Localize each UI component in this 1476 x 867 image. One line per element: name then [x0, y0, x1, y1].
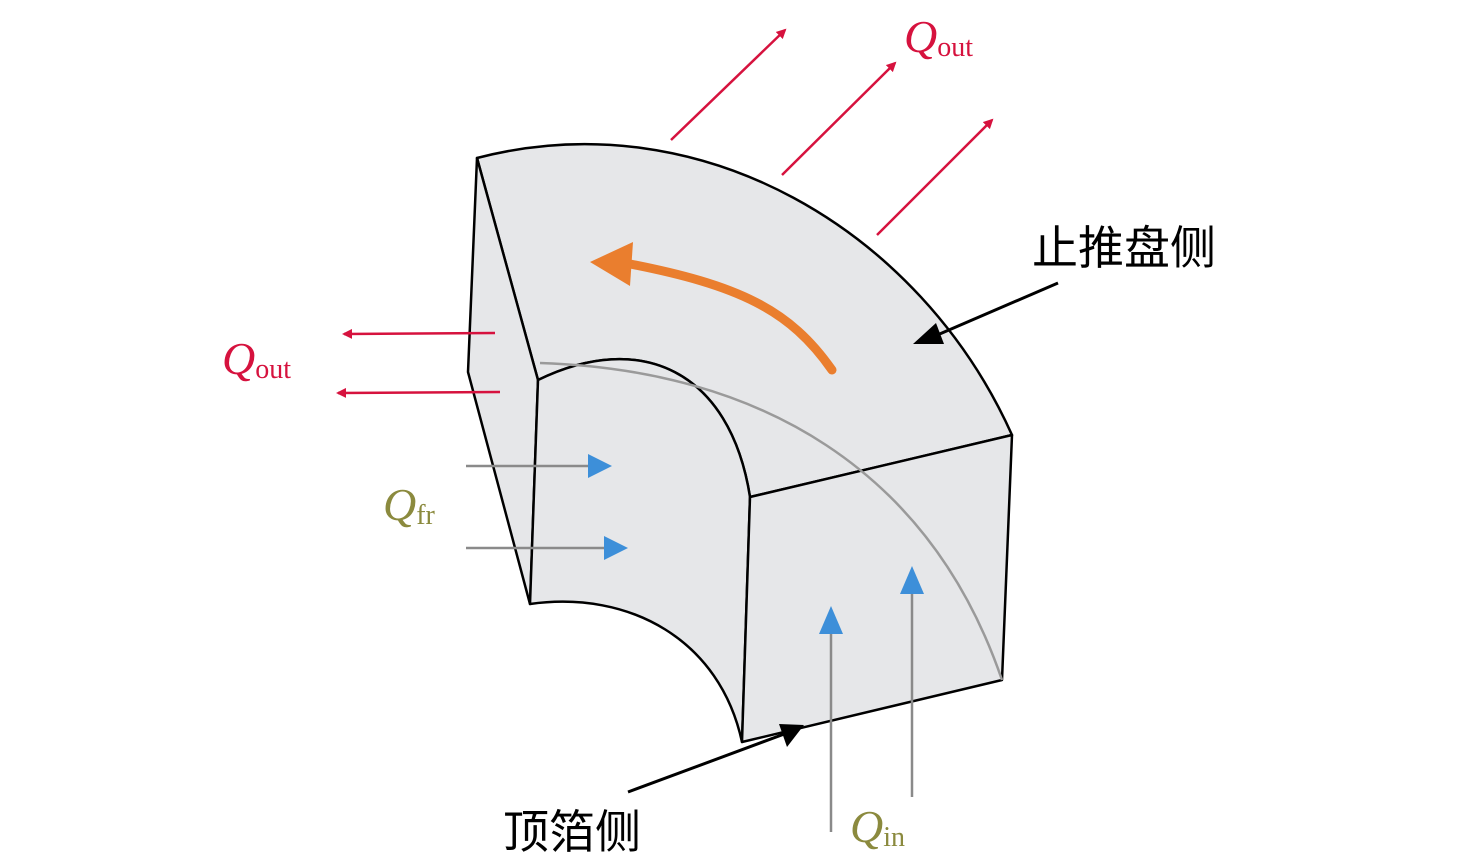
thrust-disc-leader-head — [913, 323, 944, 344]
flow-arrow-head — [819, 606, 843, 634]
q-fr-label: Qfr — [383, 479, 436, 531]
top-foil-side-label: 顶箔侧 — [503, 805, 641, 859]
q-in-arrows — [819, 566, 924, 832]
thrust-disc-side-label: 止推盘侧 — [1032, 221, 1216, 275]
q-out-arrow — [342, 328, 496, 339]
flow-arrow-head — [900, 566, 924, 594]
leader-lines — [627, 281, 1059, 794]
flow-arrow-head — [588, 454, 612, 478]
q-fr-arrows — [466, 454, 628, 560]
q-out-arrow — [336, 387, 501, 398]
q-out-top-label: Qout — [904, 11, 973, 63]
q-out-arrow — [876, 118, 994, 236]
flow-arrow-head — [604, 536, 628, 560]
q-out-arrow — [670, 28, 787, 141]
bearing-segment-block — [466, 142, 1014, 744]
thrust-disc-leader — [934, 281, 1059, 338]
rotation-arrow — [590, 242, 837, 375]
q-out-left-arrows — [336, 328, 501, 398]
inner-face — [528, 357, 752, 744]
top-foil-leader-head — [779, 724, 804, 747]
q-out-left-label: Qout — [222, 333, 291, 385]
hidden-edge — [539, 361, 1004, 681]
top-foil-leader — [627, 731, 788, 794]
q-out-top-arrows — [670, 28, 994, 236]
q-out-arrow — [781, 61, 897, 176]
q-in-label: Qin — [850, 801, 905, 853]
